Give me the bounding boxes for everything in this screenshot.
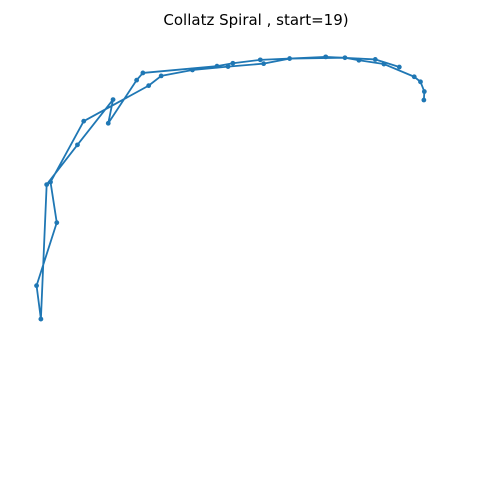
data-point (134, 77, 140, 83)
data-point (356, 57, 362, 63)
data-point (38, 316, 44, 322)
data-point (421, 97, 427, 103)
data-point (411, 74, 417, 80)
chart-title: Collatz Spiral , start=19) (163, 11, 348, 29)
data-point (421, 89, 427, 94)
data-point (75, 142, 80, 148)
data-point (48, 179, 53, 185)
data-point (81, 118, 87, 124)
data-point (342, 55, 348, 61)
data-point (287, 56, 293, 61)
data-point (372, 57, 378, 62)
data-point (257, 57, 263, 63)
series-line (35, 55, 426, 320)
marker-layer (34, 54, 427, 322)
data-point (323, 54, 329, 60)
plot-area (34, 54, 427, 322)
data-point (54, 220, 60, 226)
data-point (214, 63, 220, 69)
data-point (225, 64, 231, 70)
data-point (381, 61, 387, 67)
data-point (34, 283, 39, 289)
data-point (190, 67, 195, 73)
data-point (146, 83, 152, 89)
series-layer (35, 55, 426, 320)
data-point (44, 182, 50, 187)
data-point (110, 97, 116, 102)
data-point (158, 73, 164, 79)
data-point (261, 61, 267, 67)
data-point (105, 120, 111, 126)
data-point (396, 64, 402, 70)
data-point (230, 60, 236, 66)
data-point (140, 70, 146, 76)
data-point (418, 79, 423, 85)
